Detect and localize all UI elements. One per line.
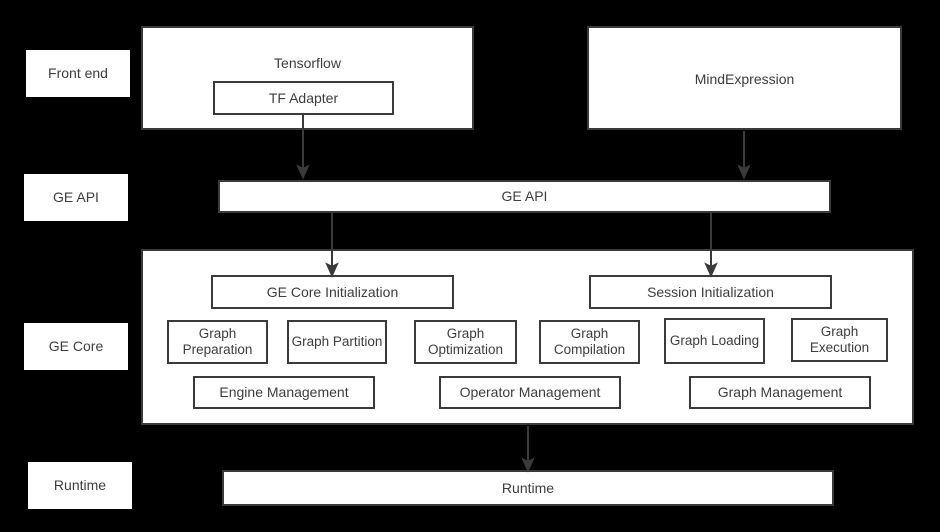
operator-management-box[interactable]: Operator Management bbox=[439, 376, 621, 409]
graph-compilation-label: Graph Compilation bbox=[553, 326, 626, 357]
layer-label-runtime: Runtime bbox=[28, 462, 132, 509]
tf-adapter-label: TF Adapter bbox=[268, 89, 339, 106]
session-initialization-box[interactable]: Session Initialization bbox=[589, 275, 832, 309]
runtime-bar[interactable]: Runtime bbox=[222, 470, 834, 506]
ge-core-initialization-box[interactable]: GE Core Initialization bbox=[211, 275, 454, 309]
mindexpression-container bbox=[587, 26, 902, 130]
operator-management-label: Operator Management bbox=[459, 384, 601, 401]
engine-management-label: Engine Management bbox=[219, 384, 349, 401]
graph-preparation-box[interactable]: Graph Preparation bbox=[167, 320, 268, 364]
graph-preparation-label: Graph Preparation bbox=[182, 326, 253, 357]
tf-adapter-box[interactable]: TF Adapter bbox=[213, 81, 394, 115]
graph-compilation-box[interactable]: Graph Compilation bbox=[539, 320, 640, 364]
graph-partition-box[interactable]: Graph Partition bbox=[287, 320, 387, 364]
layer-label-front-end: Front end bbox=[26, 50, 130, 97]
graph-execution-box[interactable]: Graph Execution bbox=[791, 318, 888, 362]
graph-loading-label: Graph Loading bbox=[669, 333, 760, 349]
session-initialization-label: Session Initialization bbox=[647, 283, 774, 300]
ge-api-bar[interactable]: GE API bbox=[218, 180, 831, 213]
ge-api-bar-label: GE API bbox=[501, 188, 548, 205]
layer-label-ge-core: GE Core bbox=[24, 323, 128, 370]
layer-label-ge-api: GE API bbox=[24, 174, 128, 221]
graph-partition-label: Graph Partition bbox=[291, 334, 383, 350]
ge-core-initialization-label: GE Core Initialization bbox=[266, 283, 399, 300]
tensorflow-title: Tensorflow bbox=[274, 55, 341, 71]
graph-optimization-label: Graph Optimization bbox=[427, 326, 504, 357]
graph-optimization-box[interactable]: Graph Optimization bbox=[414, 320, 517, 364]
graph-management-box[interactable]: Graph Management bbox=[689, 376, 871, 409]
graph-execution-label: Graph Execution bbox=[809, 324, 870, 355]
layer-label-ge-api-text: GE API bbox=[53, 189, 99, 206]
layer-label-front-end-text: Front end bbox=[48, 65, 108, 82]
graph-loading-box[interactable]: Graph Loading bbox=[664, 318, 765, 364]
layer-label-ge-core-text: GE Core bbox=[48, 338, 104, 355]
mindexpression-title: MindExpression bbox=[694, 71, 795, 87]
graph-management-label: Graph Management bbox=[717, 384, 843, 401]
layer-label-runtime-text: Runtime bbox=[53, 477, 107, 494]
runtime-bar-label: Runtime bbox=[501, 479, 555, 496]
engine-management-box[interactable]: Engine Management bbox=[193, 376, 375, 409]
